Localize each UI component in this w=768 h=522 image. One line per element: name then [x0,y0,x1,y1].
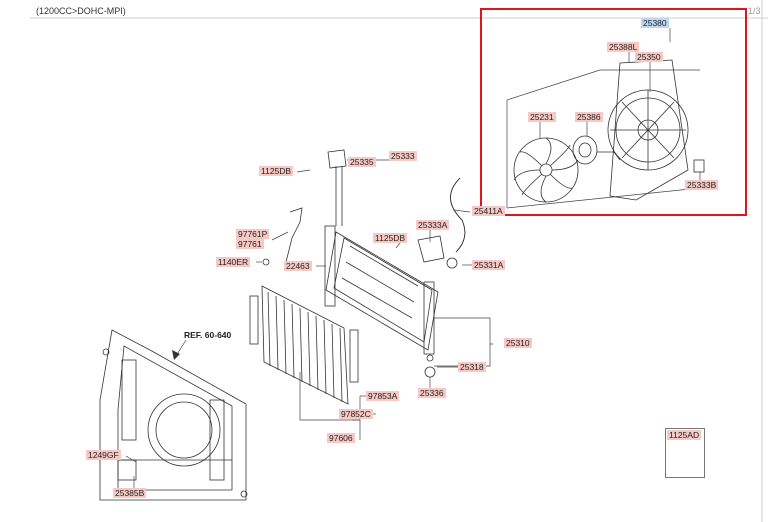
carrier-drawing [99,329,248,501]
radiator-drawing [296,149,493,388]
engine-spec-header: (1200CC>DOHC-MPI) [36,6,126,16]
motor-drawing [572,135,621,165]
part-label-97853a[interactable]: 97853A [366,391,400,401]
part-label-97761[interactable]: 97761 [236,239,264,249]
part-label-25333b[interactable]: 25333B [685,180,719,190]
fan-assembly-drawing [506,28,705,209]
part-label-25331a[interactable]: 25331A [472,260,506,270]
part-label-25231[interactable]: 25231 [528,112,556,122]
page-indicator[interactable]: 1/3 [748,6,761,16]
part-label-25318[interactable]: 25318 [458,362,486,372]
shroud-drawing [607,59,689,201]
part-label-1249gf[interactable]: 1249GF [86,450,121,460]
reference-label[interactable]: REF. 60-640 [184,330,232,340]
part-label-25386[interactable]: 25386 [575,112,603,122]
part-label-25411a[interactable]: 25411A [472,206,505,216]
part-label-97852c[interactable]: 97852C [339,409,373,419]
condenser-drawing [249,207,376,440]
part-label-25333[interactable]: 25333 [389,151,417,161]
part-label-25388l[interactable]: 25388L [607,42,640,52]
part-label-25385b[interactable]: 25385B [113,488,147,498]
part-label-25380[interactable]: 25380 [641,18,669,28]
part-label-97606[interactable]: 97606 [327,433,355,443]
part-label-1125db-upper[interactable]: 1125DB [259,166,294,176]
part-label-25335[interactable]: 25335 [348,157,376,167]
part-label-97761p[interactable]: 97761P [236,229,270,239]
selected-assembly-highlight [480,8,747,216]
part-label-22463[interactable]: 22463 [284,261,312,271]
part-label-25336[interactable]: 25336 [418,388,446,398]
part-label-1140er[interactable]: 1140ER [216,257,251,267]
fan-blade-drawing [513,137,579,203]
part-label-25310[interactable]: 25310 [504,338,532,348]
part-label-1125db-lower[interactable]: 1125DB [373,233,408,243]
part-label-25350[interactable]: 25350 [635,52,663,62]
part-label-1125ad[interactable]: 1125AD [667,430,702,440]
part-label-25333a[interactable]: 25333A [416,220,450,230]
